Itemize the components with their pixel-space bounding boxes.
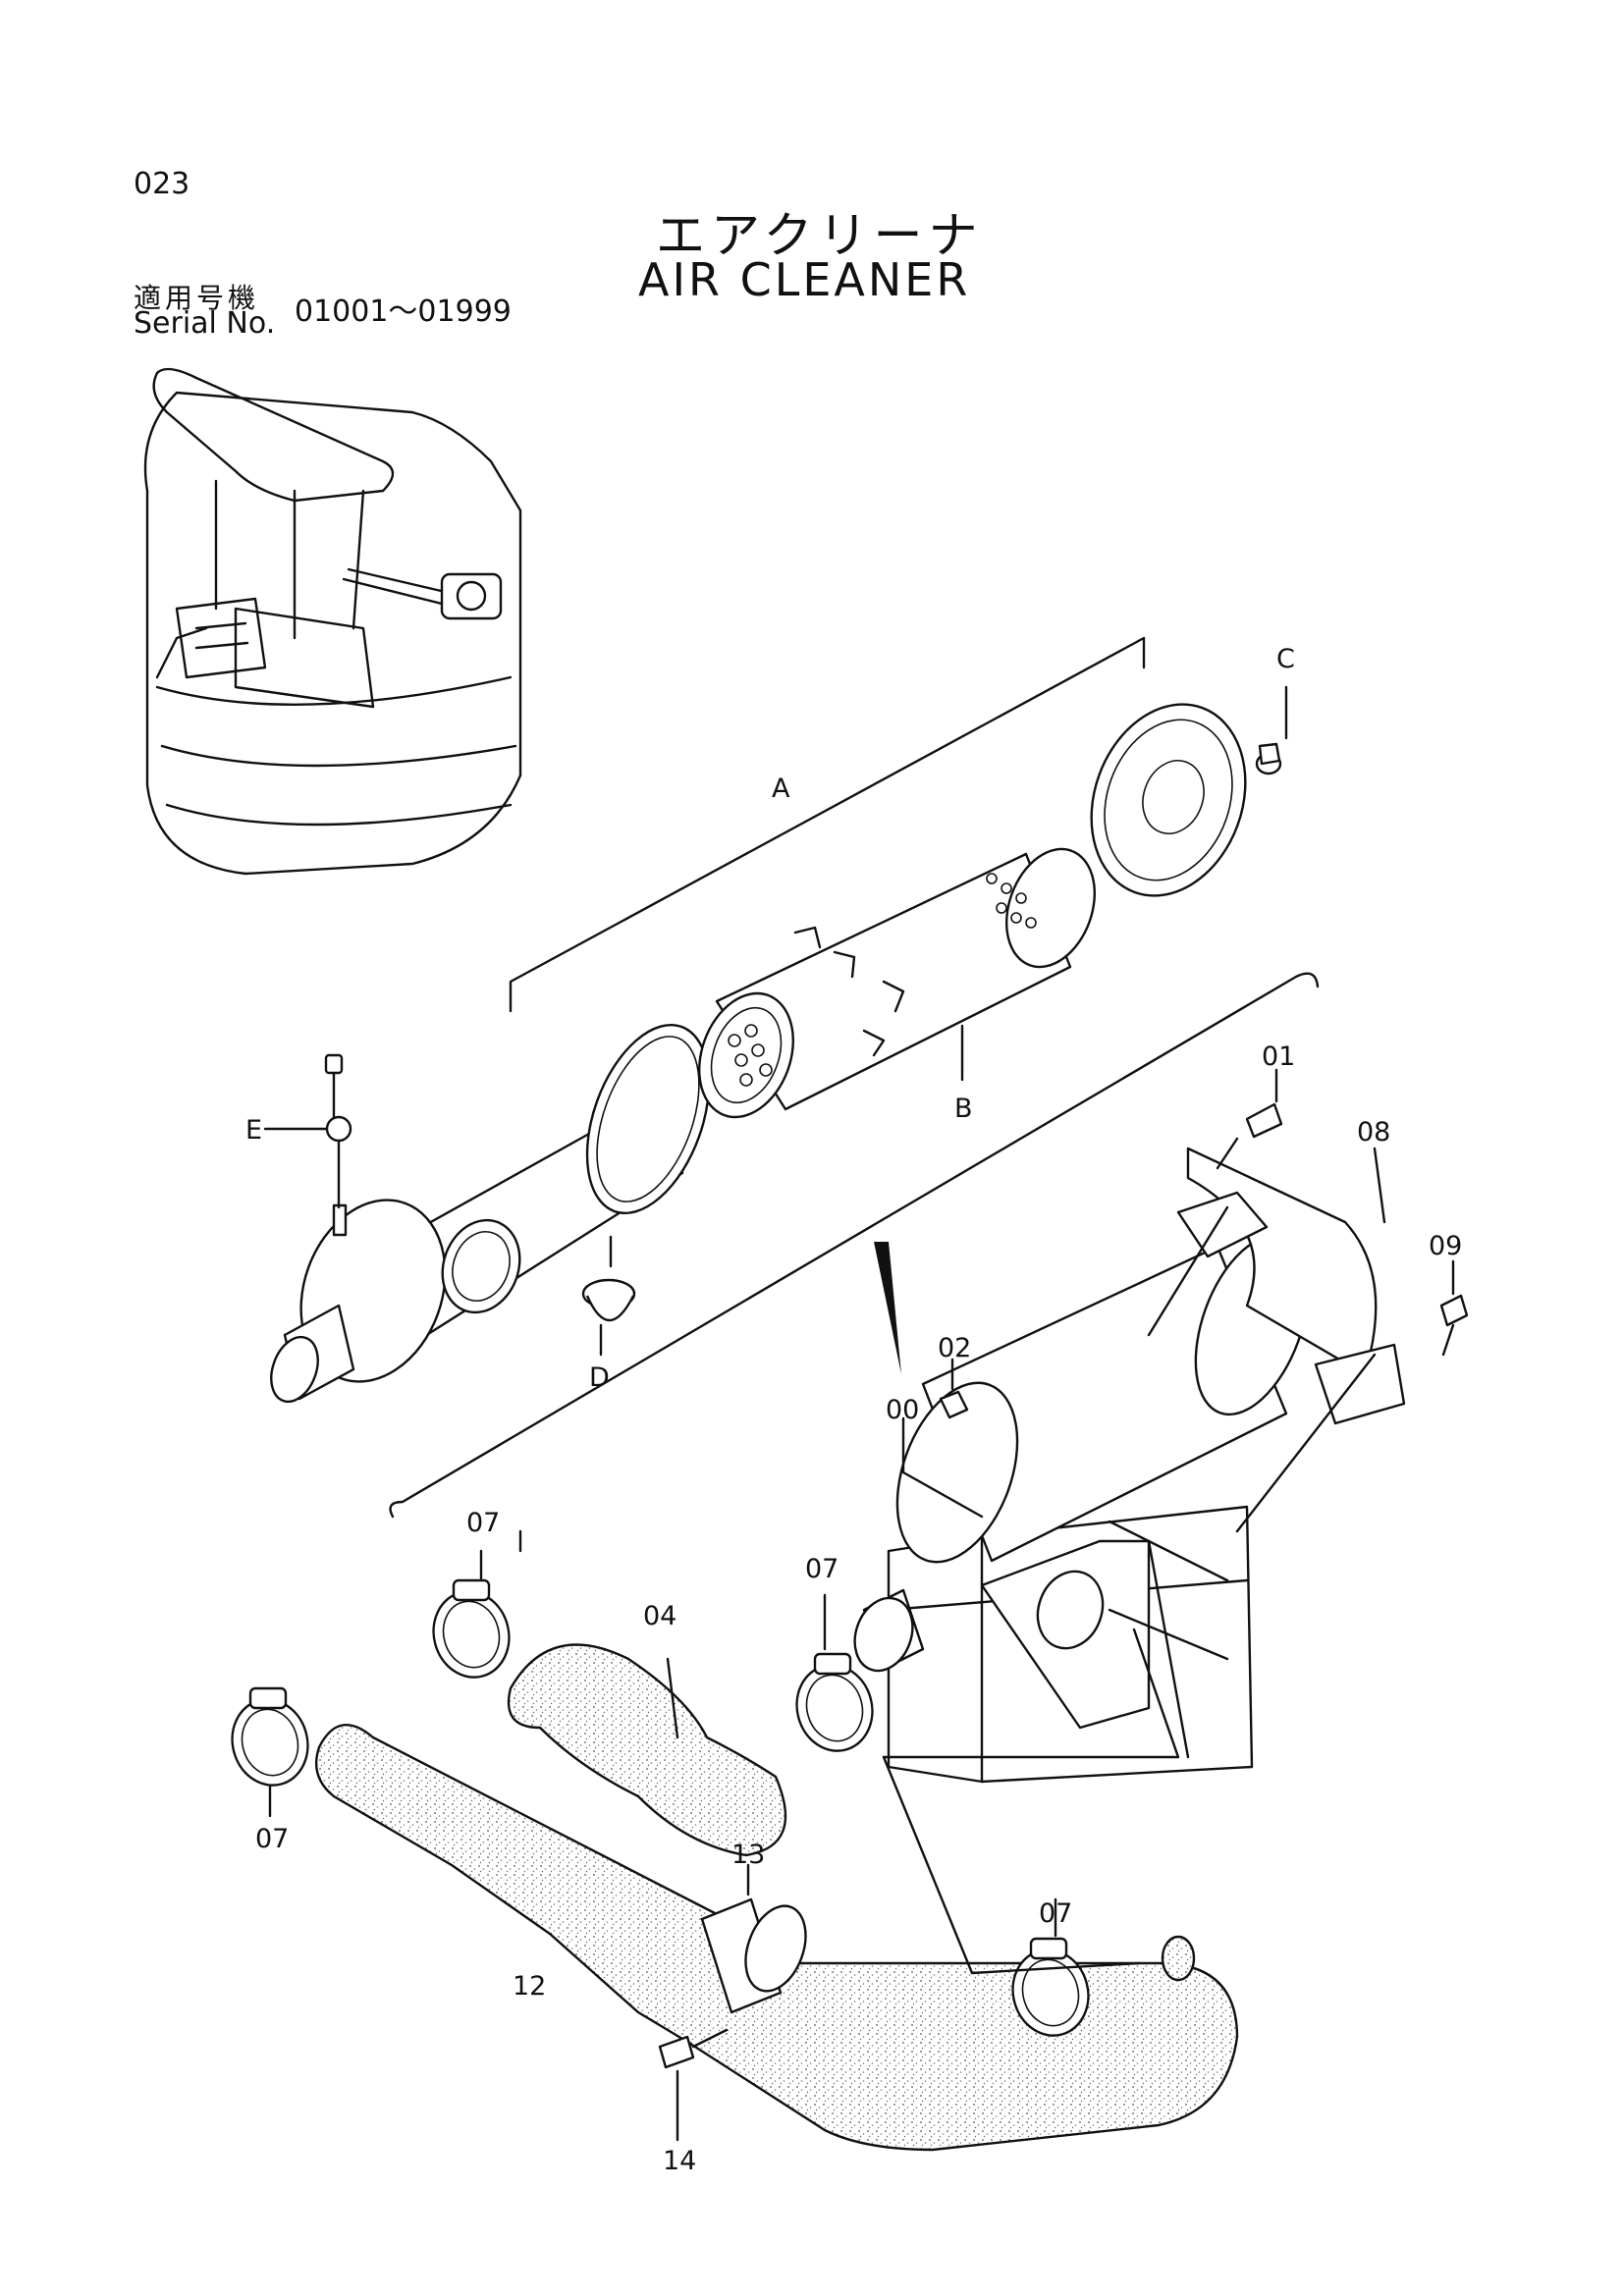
clamp-07-right <box>1011 1897 1090 2037</box>
clamp-07-mid-left <box>432 1549 511 1679</box>
clamp-07-left <box>231 1686 309 1818</box>
intake-pipe-12 <box>314 1529 1239 2152</box>
callout-00: 00 <box>886 1395 919 1425</box>
cleaner-cover <box>1090 685 1288 897</box>
evacuator-valve <box>581 1235 636 1357</box>
page-number: 023 <box>134 167 190 201</box>
callout-13: 13 <box>731 1840 765 1870</box>
hose-04 <box>507 1643 787 1857</box>
callout-07-b: 07 <box>805 1554 839 1584</box>
bolt-09 <box>1439 1259 1469 1357</box>
bolt-14 <box>658 2028 729 2142</box>
assembly-bracket <box>389 636 1320 1519</box>
serial-range: 01001～01999 <box>295 294 512 329</box>
vacuum-indicator <box>263 1053 352 1143</box>
callout-09: 09 <box>1429 1231 1462 1261</box>
callout-02: 02 <box>938 1333 971 1363</box>
sleeve-13 <box>700 1863 807 2014</box>
callout-a: A <box>772 774 790 804</box>
serial-label-japanese: 適用号機 <box>134 282 260 314</box>
nut-02 <box>939 1358 969 1419</box>
callout-07-a: 07 <box>466 1508 500 1538</box>
callout-07-c: 07 <box>255 1824 289 1854</box>
serial-label-english: Serial No. <box>134 306 276 341</box>
title-english: AIR CLEANER <box>638 253 971 306</box>
callout-d: D <box>589 1362 610 1393</box>
callout-12: 12 <box>513 1971 546 2002</box>
callout-14: 14 <box>663 2146 696 2176</box>
callout-b: B <box>954 1094 973 1124</box>
callout-c: C <box>1276 644 1295 674</box>
callout-04: 04 <box>643 1601 676 1631</box>
callout-e: E <box>245 1115 262 1146</box>
filter-element <box>698 847 1097 1119</box>
callout-labels: A B C D E 00 01 02 04 07 07 07 07 08 09 … <box>245 644 1462 2176</box>
title-japanese: エアクリーナ <box>656 207 984 264</box>
callout-01: 01 <box>1262 1041 1295 1072</box>
bolt-01 <box>1216 1068 1283 1170</box>
callout-08: 08 <box>1357 1117 1390 1148</box>
leader-lines <box>882 1147 1386 1975</box>
air-cleaner-body <box>270 1023 711 1404</box>
installed-assembly <box>853 1147 1406 1784</box>
machine-location-thumbnail <box>143 367 522 876</box>
callout-07-d: 07 <box>1039 1898 1072 1929</box>
clamp-07-mid <box>795 1593 874 1752</box>
